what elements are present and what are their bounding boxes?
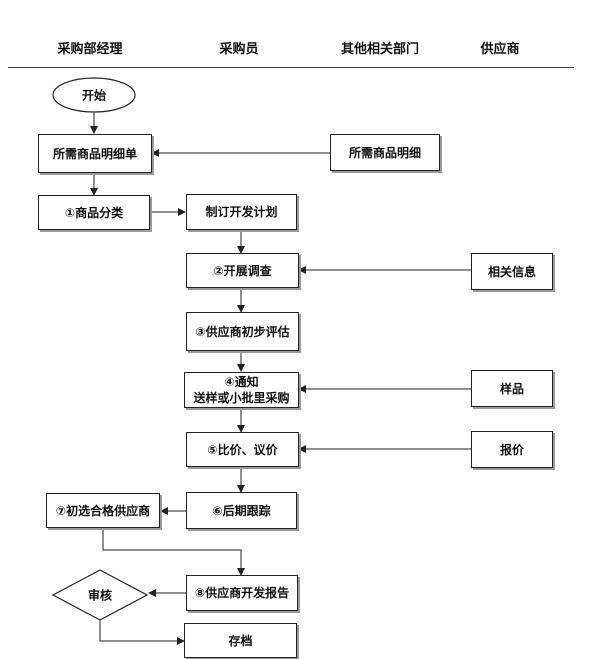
- needed-detail-box: 所需商品明细: [330, 134, 440, 171]
- header-divider: [8, 67, 574, 68]
- arrow-select-to-report: [102, 528, 245, 576]
- column-header-buyer: 采购员: [219, 42, 259, 57]
- column-header-supplier: 供应商: [480, 42, 520, 57]
- arrow-review-to-archive: [99, 620, 185, 645]
- needed-list-box: 所需商品明细单: [38, 134, 152, 173]
- survey-box: ②开展调查: [186, 253, 299, 288]
- select-box: ⑦初选合格供应商: [46, 493, 160, 528]
- classify-box: ①商品分类: [38, 195, 150, 230]
- plan-box: 制订开发计划: [186, 194, 297, 230]
- column-header-manager: 采购部经理: [57, 42, 123, 57]
- samples-box: 样品: [471, 370, 553, 407]
- notify-line2: 送样或小批里采购: [193, 391, 290, 405]
- report-box: ⑧供应商开发报告: [186, 575, 298, 611]
- archive-box: 存档: [184, 623, 297, 658]
- quote-box: 报价: [471, 431, 553, 468]
- column-header-other-depts: 其他相关部门: [340, 42, 420, 57]
- info-box: 相关信息: [471, 253, 553, 290]
- notify-box: ④通知 送样或小批里采购: [184, 372, 299, 408]
- review-label: 审核: [87, 588, 113, 603]
- prelim-eval-box: ③供应商初步评估: [186, 312, 299, 351]
- follow-box: ⑥后期跟踪: [186, 492, 297, 529]
- start-label: 开始: [81, 88, 107, 103]
- compare-box: ⑤比价、议价: [186, 432, 299, 467]
- notify-line1: ④通知: [224, 375, 259, 389]
